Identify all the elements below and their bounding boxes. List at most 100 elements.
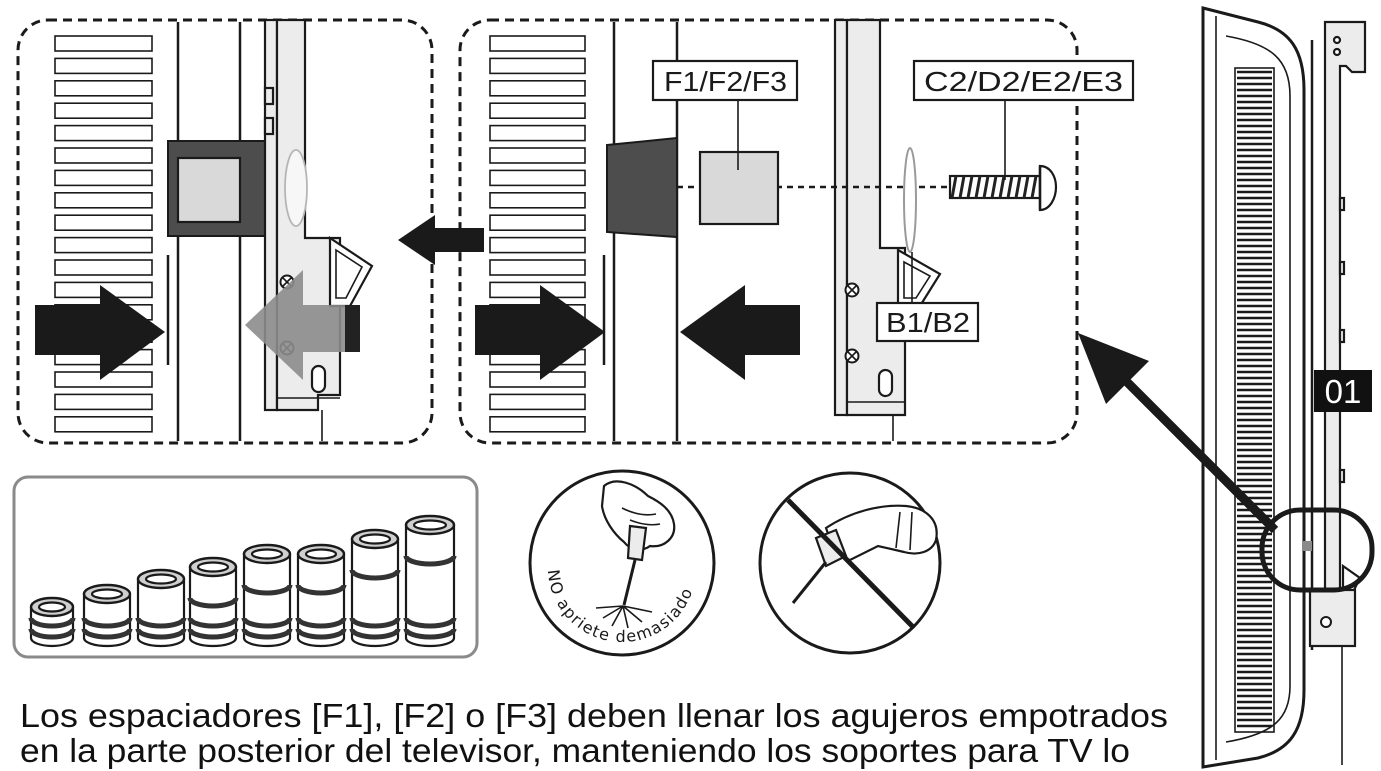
spacer-hole — [144, 573, 178, 585]
vent-slat — [489, 57, 586, 75]
safety-latch-inner — [335, 248, 364, 299]
hand-screwdriver-icon: NO apriete demasiado — [528, 469, 716, 657]
vent-slat — [489, 281, 586, 299]
spacer-thread-band — [403, 555, 457, 567]
instruction-caption: Los espaciadores [F1], [F2] o [F3] deben… — [20, 697, 1168, 769]
no-power-drill-icon — [758, 471, 942, 655]
bracket-bottom-block — [1308, 588, 1357, 648]
tv-side-profile — [1201, 6, 1306, 769]
vent-slat — [489, 124, 586, 142]
bracket-tick — [1338, 260, 1346, 276]
washer-outline — [284, 149, 308, 227]
vent-slat — [54, 124, 153, 142]
hand-finger-lines — [621, 507, 661, 526]
vent-slat — [54, 192, 153, 209]
zoom-arrow-icon — [1078, 333, 1279, 534]
vent-slat — [54, 415, 153, 433]
spacer — [135, 568, 187, 648]
loose-spacer — [698, 150, 780, 226]
callout-screw-label: C2/D2/E2/E3 — [924, 66, 1123, 97]
sequence-arrow-left-icon — [398, 215, 484, 265]
spacer — [81, 583, 133, 648]
callout-washer-label: B1/B2 — [886, 307, 970, 338]
detail-callout-ring — [1259, 507, 1375, 593]
screw-icon — [844, 282, 860, 298]
callout-box — [912, 59, 1135, 102]
installed-spacer — [167, 140, 266, 237]
vent-slat — [54, 393, 153, 411]
spacer-hole — [90, 588, 124, 600]
vent-slat — [489, 214, 586, 231]
drill-body — [824, 504, 938, 562]
vent-slat — [54, 214, 153, 231]
washer — [903, 147, 917, 253]
spacer-thread-band — [81, 617, 133, 629]
spacer — [403, 514, 457, 648]
callout-washer: B1/B2 — [875, 252, 980, 343]
zoom-arrow-shaft — [1121, 376, 1279, 534]
callout-spacer-label: F1/F2/F3 — [664, 66, 787, 97]
spacer-body — [404, 525, 456, 648]
spacer-body — [350, 539, 400, 648]
spacer-body — [82, 594, 132, 648]
spacer-hole — [412, 519, 448, 531]
push-arrow-right-icon — [475, 285, 605, 380]
bracket-hole — [1332, 47, 1342, 57]
vent-slat — [54, 80, 153, 97]
spacer-thread-band — [349, 628, 401, 640]
spacer-thread-band — [349, 617, 401, 629]
hand — [600, 480, 676, 551]
spacer-set-icon — [12, 475, 479, 659]
spacer-hole — [358, 533, 392, 545]
bracket-slot — [877, 368, 894, 398]
caption-line-1: Los espaciadores [F1], [F2] o [F3] deben… — [20, 697, 1168, 734]
push-arrow-left-icon — [680, 285, 800, 380]
screw-icon — [1320, 616, 1332, 628]
spacer-thread-band — [403, 628, 457, 640]
spacer — [295, 543, 347, 648]
prohibition-slash — [786, 498, 916, 630]
bolt-thread — [950, 175, 1038, 199]
spacer — [187, 556, 239, 648]
vent-slat — [489, 147, 586, 164]
spacer-thread-band — [135, 617, 187, 629]
detail-panel-exploded: F1/F2/F3 C2/D2/E2/E3 B1/B2 — [458, 18, 1135, 445]
screw-cross — [847, 351, 857, 361]
panel-frame — [458, 18, 1079, 445]
step-badge-bg — [1314, 370, 1372, 412]
bolt-head — [1038, 164, 1058, 212]
spacer-thread-band — [349, 569, 401, 581]
spacer-hole — [37, 601, 67, 613]
step-number: 01 — [1325, 373, 1362, 410]
step-badge: 01 — [1314, 370, 1372, 412]
spacer-thread-band — [28, 617, 76, 629]
wall-bracket — [263, 18, 374, 441]
spacer — [241, 543, 293, 648]
vent-slat — [54, 35, 153, 52]
side-wall-bracket — [1302, 20, 1367, 765]
bracket-hole — [1332, 35, 1342, 45]
surface-cracks — [595, 605, 653, 629]
detail-panel-assembled — [16, 18, 434, 445]
mount-spacer-marker — [1302, 541, 1312, 551]
screw-icon — [844, 348, 860, 364]
safety-latch-inner — [903, 260, 932, 299]
vent-slat — [54, 236, 153, 254]
drill-bit — [791, 561, 828, 604]
spacer-hole — [250, 548, 284, 560]
push-arrow-right-icon — [35, 285, 165, 380]
spacer-thread-band — [295, 617, 347, 629]
tv-side-vents — [1237, 70, 1272, 728]
spacer-thread-band — [28, 628, 76, 640]
spacer — [349, 528, 401, 648]
spacer-thread-band — [81, 628, 133, 640]
tv-vent-slats — [489, 35, 586, 433]
spacer-thread-band — [241, 617, 293, 629]
spacer-thread-band — [187, 628, 239, 640]
callout-screw: C2/D2/E2/E3 — [912, 59, 1135, 180]
vent-slat — [489, 169, 586, 187]
vent-slat — [489, 35, 586, 52]
zoom-arrow-head — [1078, 333, 1149, 404]
tv-body-outline — [1201, 6, 1306, 769]
